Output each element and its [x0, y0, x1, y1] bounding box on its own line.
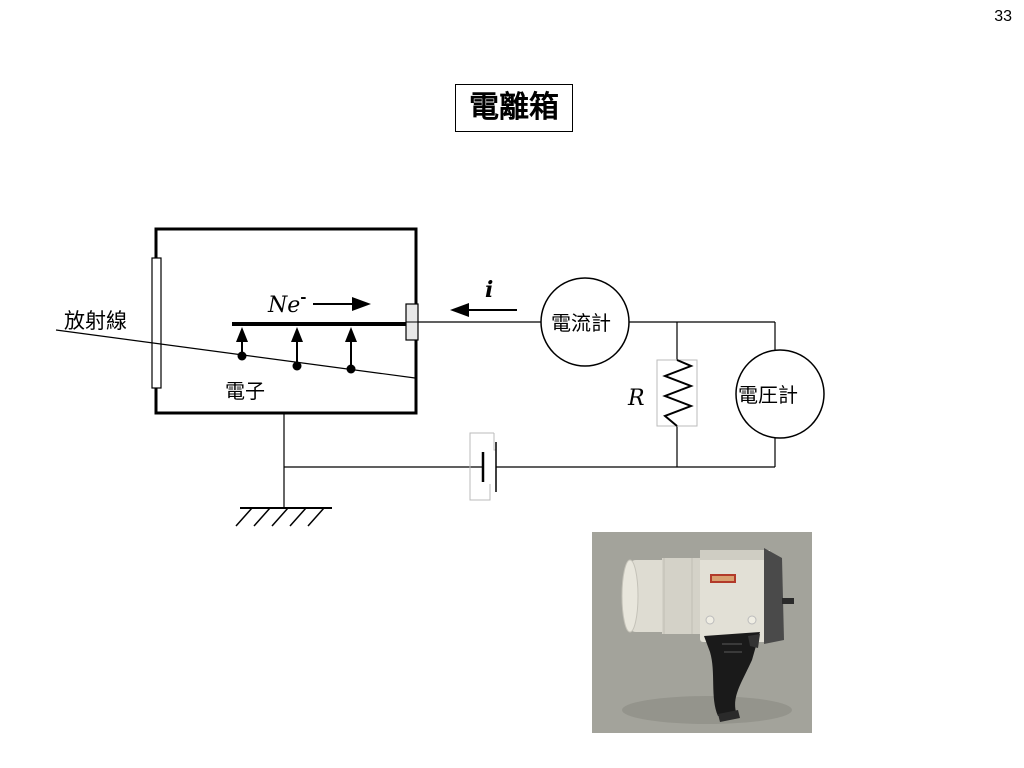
- radiation-label: 放射線: [64, 309, 127, 333]
- slide-title: 電離箱: [455, 84, 573, 132]
- voltmeter-label: 電圧計: [738, 383, 798, 407]
- voltmeter-circle: [735, 349, 825, 439]
- ion-label: Ne-: [267, 288, 307, 318]
- resistor-frame: [656, 359, 698, 427]
- page-number: 33: [994, 8, 1012, 25]
- chamber-window: [151, 257, 162, 389]
- electron-2: [291, 327, 303, 371]
- resistor-zigzag: [662, 359, 694, 427]
- ion-drift-arrow: [313, 297, 371, 311]
- electron-3: [345, 327, 357, 374]
- chamber-box: [154, 227, 418, 415]
- current-arrow: [450, 303, 517, 317]
- electron-1: [236, 327, 248, 361]
- ionization-chamber-survey-meter-photo: [592, 532, 812, 733]
- ammeter-label: 電流計: [551, 311, 611, 335]
- electron-label: 電子: [225, 379, 265, 403]
- current-symbol: i: [485, 277, 493, 303]
- resistor-label: R: [627, 386, 645, 411]
- battery-symbol: [469, 432, 497, 501]
- ground-symbol: [235, 507, 332, 527]
- radiation-path: [55, 329, 416, 379]
